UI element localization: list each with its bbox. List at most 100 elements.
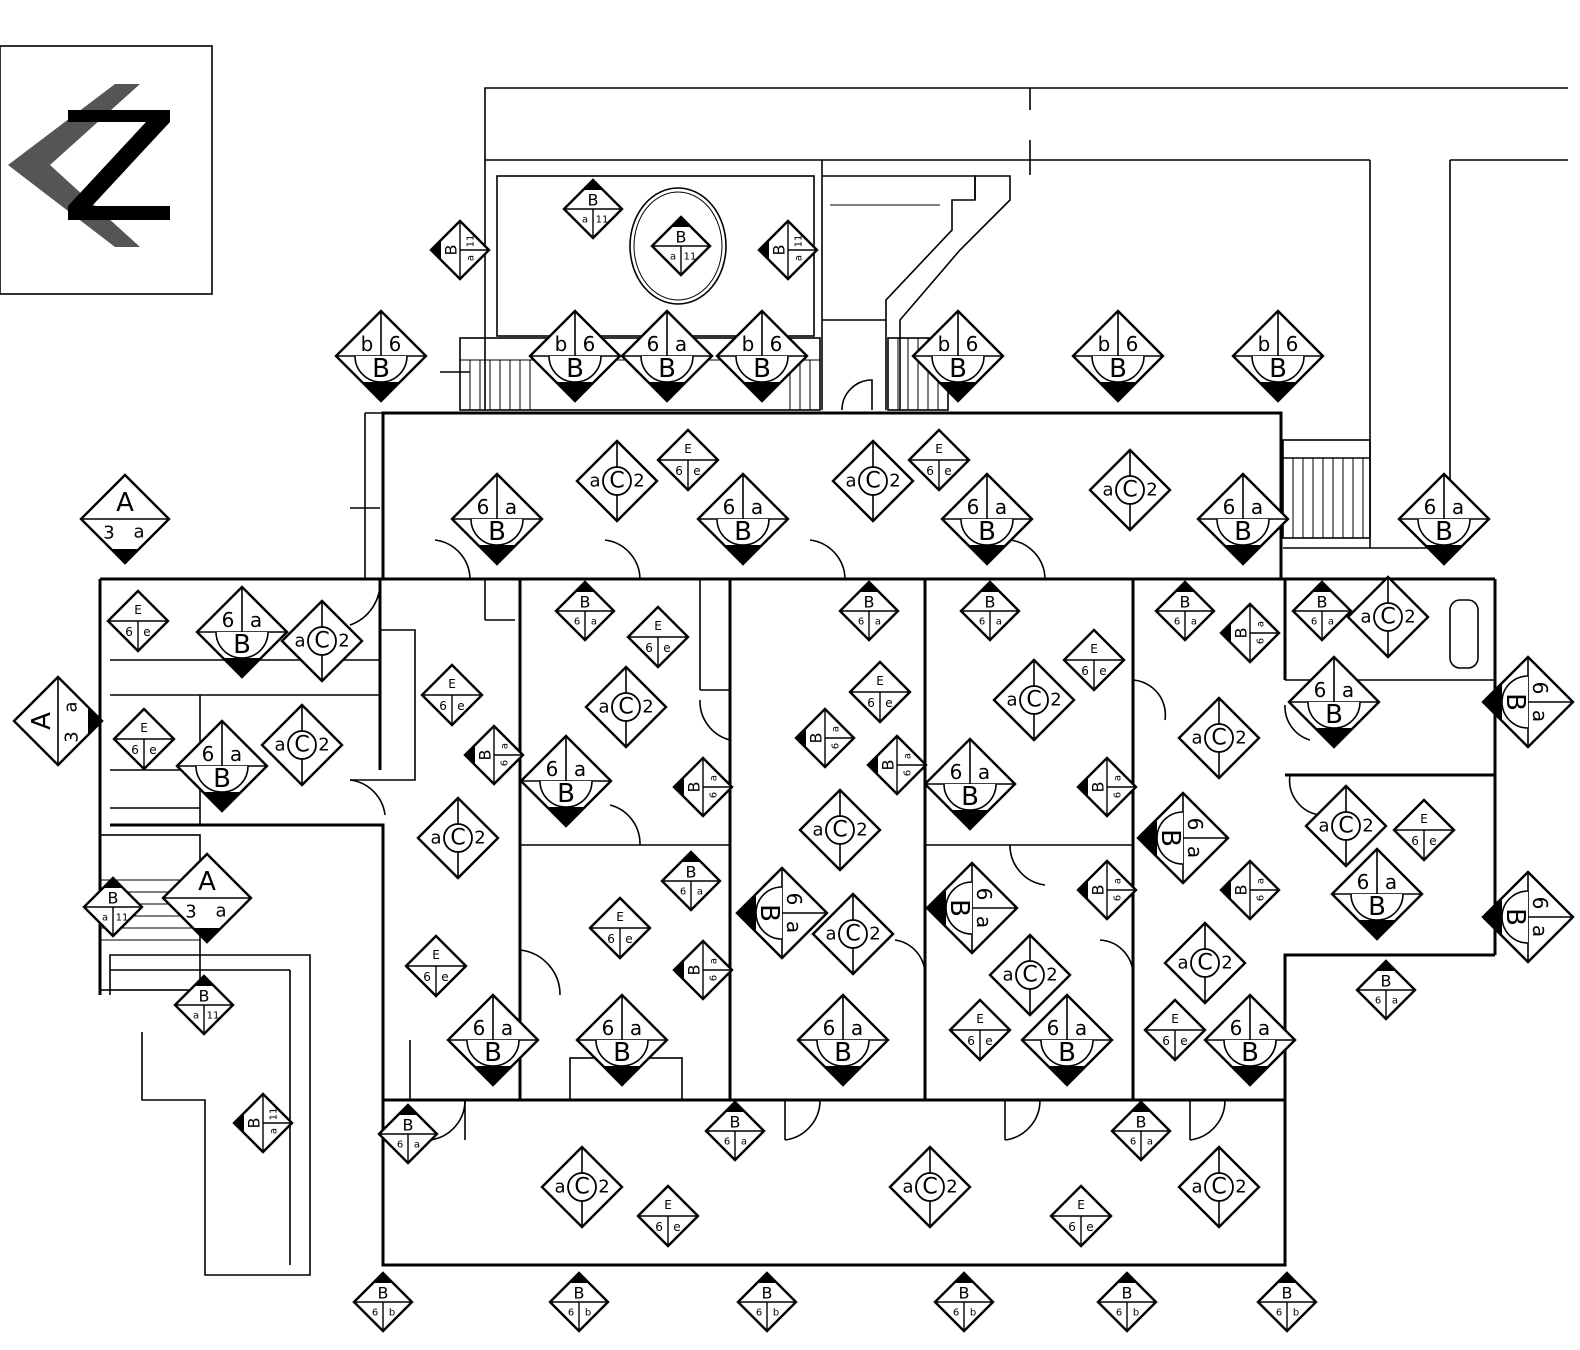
marker-letter: E (134, 603, 142, 617)
marker-number: 2 (642, 697, 653, 718)
marker-letter: A (198, 867, 216, 897)
marker-pair-left: 6 (131, 743, 139, 757)
marker-large-side: 6aB (925, 861, 1019, 955)
marker-pair-right: a (1392, 996, 1398, 1007)
marker-pair-left: a (193, 1011, 199, 1022)
marker-number: 2 (338, 631, 349, 652)
marker-pair-left: 6 (903, 770, 914, 776)
marker-letter: C (922, 1175, 937, 1200)
marker-letter: C (450, 826, 465, 851)
marker-prefix: a (1318, 816, 1329, 837)
marker-prefix: a (1006, 690, 1017, 711)
marker-letter: E (1420, 812, 1428, 826)
marker-pair-right: a (500, 743, 511, 749)
marker-letter: B (686, 863, 697, 882)
marker-letter: B (588, 191, 599, 210)
marker-pair-left: 6 (1256, 638, 1267, 644)
marker-pair-right: 11 (684, 252, 697, 263)
marker-letter: B (1325, 700, 1343, 730)
marker-prefix: a (825, 924, 836, 945)
marker-top-left: 6 (202, 742, 215, 766)
marker-number: 2 (633, 471, 644, 492)
marker-top-right: 6 (770, 332, 783, 356)
marker-pair-left: 6 (831, 743, 842, 749)
marker-pair-left: 6 (867, 696, 875, 710)
marker-pair-left: a (269, 1128, 280, 1134)
marker-prefix: a (294, 631, 305, 652)
marker-pair-left: 6 (1174, 617, 1180, 628)
marker-large-side: 6aB (1481, 655, 1575, 749)
marker-top-left: b (555, 332, 568, 356)
marker-letter: E (1171, 1012, 1179, 1026)
marker-large-side: 6aB (1136, 791, 1230, 885)
marker-top-right: 6 (1286, 332, 1299, 356)
marker-pair-left: 6 (500, 760, 511, 766)
marker-pair-left: 6 (372, 1308, 378, 1319)
marker-letter: B (233, 630, 251, 660)
marker-letter: B (403, 1116, 414, 1135)
marker-top-right: a (978, 760, 990, 784)
marker-letter: B (754, 904, 784, 922)
marker-top-right: a (1075, 1016, 1087, 1040)
marker-top-left: 6 (602, 1016, 615, 1040)
marker-pair-left: 6 (680, 887, 686, 898)
marker-small-side: B6a (1219, 859, 1281, 921)
marker-pair-left: 6 (709, 792, 720, 798)
marker-letter: E (140, 721, 148, 735)
marker-letter: B (770, 245, 789, 256)
marker-section-side: A3a (12, 675, 104, 767)
marker-top-right: 6 (966, 332, 979, 356)
marker-pair-left: 6 (1375, 996, 1381, 1007)
marker-letter: B (566, 354, 584, 384)
marker-top-right: a (1452, 495, 1464, 519)
marker-top-left: 6 (823, 1016, 836, 1040)
marker-letter: B (1435, 517, 1453, 547)
marker-pair-left: a (466, 255, 477, 261)
marker-letter: B (753, 354, 771, 384)
marker-letter: B (1241, 1038, 1259, 1068)
marker-letter: B (1089, 782, 1108, 793)
marker-pair-right: b (1133, 1308, 1139, 1319)
marker-pair-right: e (143, 625, 150, 639)
marker-letter: B (1269, 354, 1287, 384)
marker-pair-left: 6 (675, 464, 683, 478)
marker-letter: A (116, 488, 134, 518)
marker-letter: B (488, 517, 506, 547)
marker-letter: B (213, 764, 231, 794)
marker-letter: B (1122, 1284, 1133, 1303)
marker-letter: B (484, 1038, 502, 1068)
marker-top-left: b (1098, 332, 1111, 356)
marker-top-left: 6 (477, 495, 490, 519)
marker-pair-left: 6 (967, 1034, 975, 1048)
marker-letter: E (1077, 1198, 1085, 1212)
marker-top-left: 6 (1424, 495, 1437, 519)
marker-top-left: 6 (1223, 495, 1236, 519)
